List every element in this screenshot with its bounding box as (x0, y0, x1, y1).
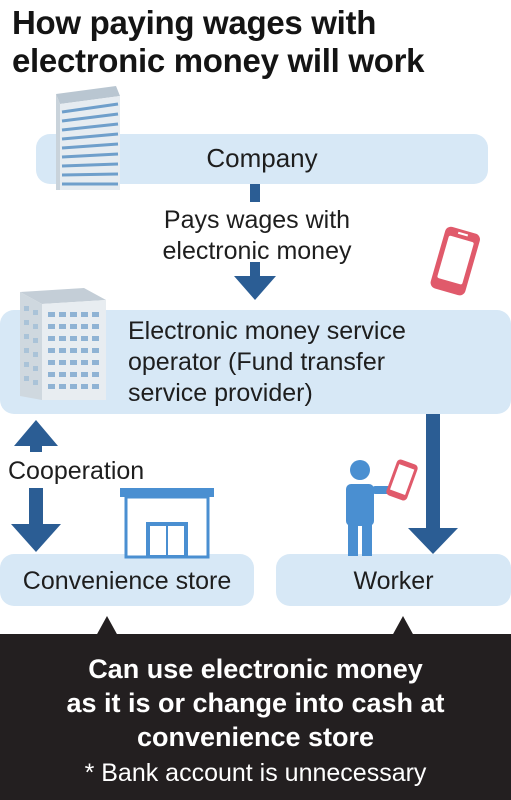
summary-line-2: as it is or change into cash at (66, 688, 445, 718)
summary-line-3: convenience store (136, 722, 375, 752)
payment-label-line-1: Pays wages with (163, 206, 351, 234)
worker-smartphone-icon (386, 459, 418, 501)
cooperation-label: Cooperation (8, 457, 145, 485)
operator-label-line-3: service provider) (128, 379, 313, 407)
pointer-to-worker (392, 616, 414, 636)
pointer-to-convenience-store (96, 616, 118, 636)
worker-label: Worker (353, 567, 434, 595)
convenience-store-box (0, 554, 254, 606)
convenience-store-icon (120, 488, 214, 559)
summary-line-1: Can use electronic money (88, 654, 423, 684)
cooperation-up-arrow (14, 420, 58, 452)
payment-label: Pays wages with electronic money (112, 205, 402, 267)
summary-panel: Can use electronic money as it is or cha… (0, 634, 511, 800)
diagram-title: How paying wages with electronic money w… (12, 4, 507, 80)
person-icon (346, 460, 398, 556)
worker-box (276, 554, 511, 606)
convenience-store-label: Convenience store (22, 567, 232, 595)
summary-note: * Bank account is unnecessary (84, 759, 427, 787)
summary-text: Can use electronic money as it is or cha… (0, 652, 511, 754)
payment-label-line-2: electronic money (162, 237, 352, 265)
title-line-2: electronic money will work (12, 42, 425, 79)
smartphone-icon (430, 226, 480, 296)
cooperation-down-arrow (11, 488, 61, 552)
arrow-operator-to-worker (408, 414, 458, 554)
operator-label-line-2: operator (Fund transfer (128, 348, 386, 376)
company-label: Company (206, 143, 318, 173)
title-line-1: How paying wages with (12, 4, 377, 41)
operator-label: Electronic money service operator (Fund … (128, 316, 406, 409)
operator-label-line-1: Electronic money service (128, 317, 406, 345)
